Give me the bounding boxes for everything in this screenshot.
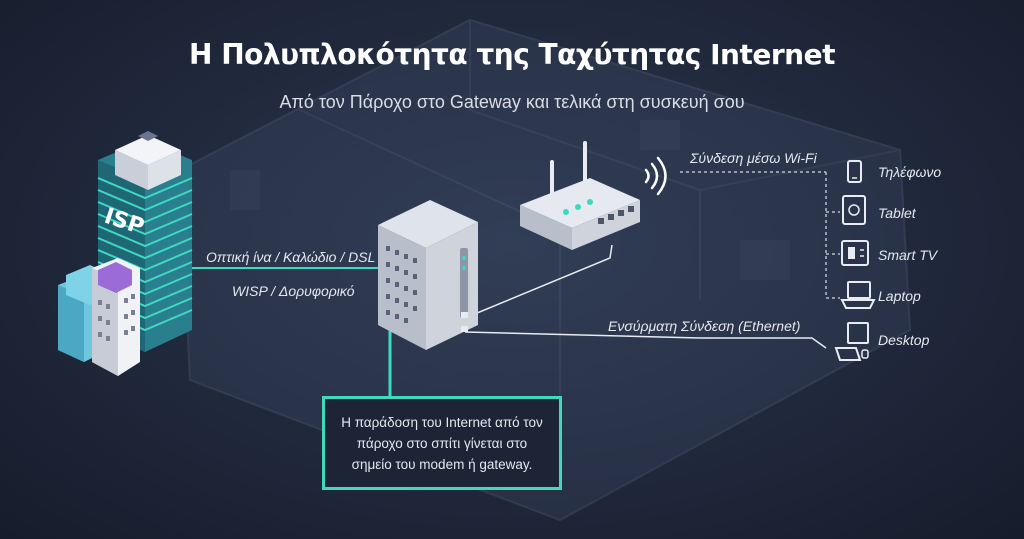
device-label-tablet: Tablet [878, 205, 916, 221]
modem-gateway-icon [378, 200, 478, 350]
device-label-phone: Τηλέφωνο [878, 164, 942, 180]
phone-icon [847, 160, 862, 183]
device-label-smart-tv: Smart TV [878, 247, 938, 263]
house-floorplan-background [178, 18, 912, 522]
modem-router-cable [464, 244, 613, 319]
ethernet-link-label: Ενσύρματη Σύνδεση (Ethernet) [608, 318, 801, 334]
city-buildings-icon [58, 258, 140, 376]
router-icon [520, 141, 640, 250]
wisp-link-label: WISP / Δορυφορικό [232, 283, 355, 299]
fiber-link-label: Οπτική ίνα / Καλώδιο / DSL [206, 249, 376, 265]
callout-box: Η παράδοση του Internet από τον πάροχο σ… [322, 396, 562, 490]
page-title: Η Πολυπλοκότητα της Ταχύτητας Internet [189, 38, 835, 71]
device-label-laptop: Laptop [878, 288, 921, 304]
desktop-icon [834, 322, 869, 361]
ethernet-cable [464, 331, 827, 349]
wifi-link-label: Σύνδεση μέσω Wi-Fi [690, 150, 817, 166]
connection-lines [190, 171, 840, 398]
callout-text: Η παράδοση του Internet από τον πάροχο σ… [341, 415, 543, 472]
tablet-icon [842, 195, 866, 225]
laptop-icon [840, 281, 876, 309]
smart-tv-icon [841, 240, 869, 266]
page-subtitle: Από τον Πάροχο στο Gateway και τελικά στ… [279, 92, 745, 112]
device-label-desktop: Desktop [878, 332, 930, 348]
wifi-signal-icon [644, 156, 667, 196]
